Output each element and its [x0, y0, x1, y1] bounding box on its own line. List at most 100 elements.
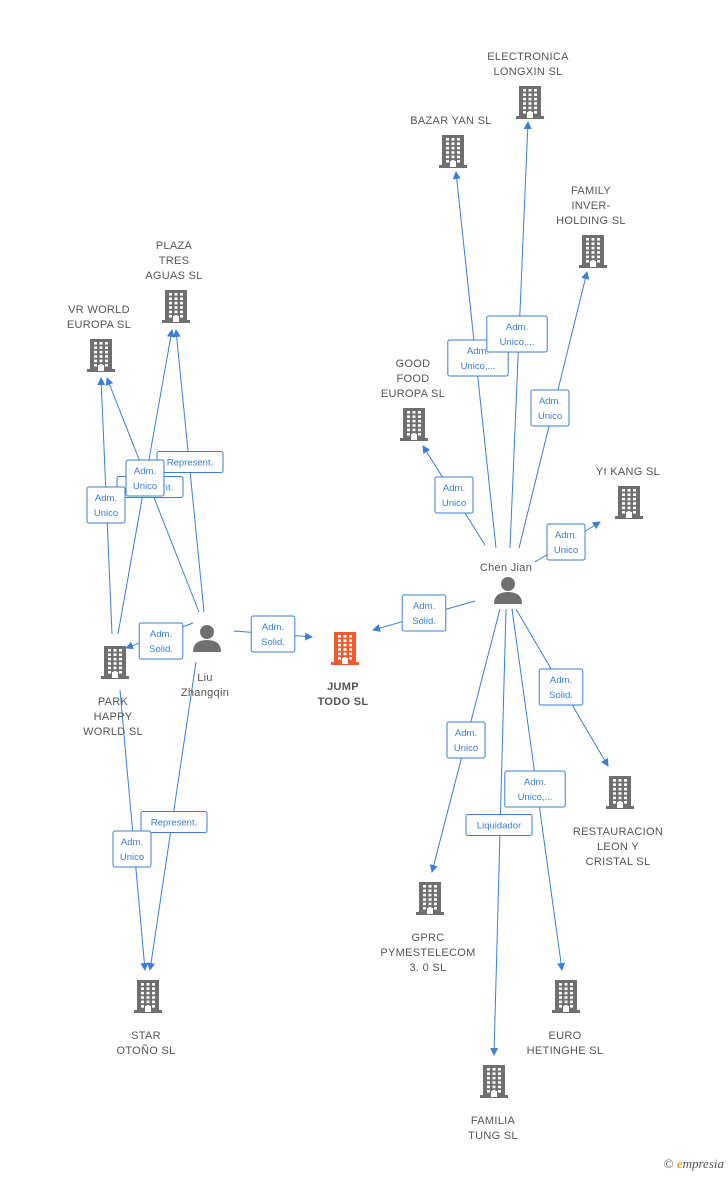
edge-label-box: [538, 668, 584, 706]
building-icon: [552, 980, 580, 1013]
edge-label-text: Unico,...: [461, 361, 496, 372]
edge-label-chen-jump[interactable]: Adm. Solid.: [401, 594, 447, 632]
node-label: TRES: [159, 255, 190, 267]
node-jump[interactable]: JUMP TODO SL: [318, 632, 369, 708]
edge-label-text: Unico: [554, 545, 578, 556]
node-label: HETINGHE SL: [527, 1045, 604, 1057]
node-label: FAMILY: [571, 185, 611, 197]
edge-label-text: Represent.: [151, 818, 197, 829]
node-label: GOOD: [396, 358, 431, 370]
building-icon: [439, 135, 467, 168]
node-label: Zhangqin: [181, 687, 229, 699]
node-label: LONGXIN SL: [493, 66, 562, 78]
node-label: PARK: [98, 696, 129, 708]
node-label: JUMP: [327, 681, 359, 693]
node-label: WORLD SL: [83, 726, 143, 738]
node-label: VR WORLD: [68, 304, 130, 316]
edge-label-chen-familia[interactable]: Liquidador: [465, 814, 533, 836]
edge-label-box: [401, 594, 447, 632]
edge-label-text: Adm.: [455, 728, 477, 739]
edge-label-text: Unico: [120, 852, 144, 863]
edge-label-chen-restauracion[interactable]: Adm. Solid.: [538, 668, 584, 706]
node-label: PLAZA: [156, 240, 193, 252]
node-yikang[interactable]: YI KANG SL: [596, 466, 660, 519]
building-icon: [87, 339, 115, 372]
node-label: GPRC: [412, 932, 445, 944]
node-label: FAMILIA: [471, 1115, 516, 1127]
edge-label-chen-goodfood[interactable]: Adm.Unico: [434, 476, 474, 514]
node-family[interactable]: FAMILY INVER- HOLDING SL: [556, 185, 626, 268]
edge-label-text: Unico: [538, 411, 562, 422]
building-icon: [579, 235, 607, 268]
building-icon: [606, 776, 634, 809]
edge-label-park-star[interactable]: Adm. Unico: [112, 830, 152, 868]
node-label: AGUAS SL: [145, 270, 202, 282]
node-gprc[interactable]: GPRC PYMESTELECOM 3. 0 SL: [380, 882, 475, 974]
node-label: TODO SL: [318, 696, 369, 708]
edge-label-box: [486, 315, 548, 353]
node-label: HAPPY: [94, 711, 133, 723]
edge-label-box: [465, 814, 533, 836]
building-icon: [480, 1065, 508, 1098]
node-label: PYMESTELECOM: [380, 947, 475, 959]
edge-label-chen-gprc[interactable]: Adm. Unico: [446, 721, 486, 759]
edge-label-text: Unico: [454, 743, 478, 754]
edge-label-text: Unico: [94, 508, 118, 519]
edge-label-box: [504, 770, 566, 808]
node-label: Chen Jian: [480, 562, 532, 574]
node-chen[interactable]: Chen Jian: [480, 562, 532, 604]
node-plaza[interactable]: PLAZA TRES AGUAS SL: [145, 240, 202, 323]
edge-label-text: Adm.: [524, 777, 546, 788]
node-bazar[interactable]: BAZAR YAN SL: [410, 115, 491, 168]
node-familia[interactable]: FAMILIA TUNG SL: [468, 1065, 518, 1142]
edge-label-chen-euro[interactable]: Adm.Unico,...: [504, 770, 566, 808]
node-label: YI KANG SL: [596, 466, 660, 478]
edge-label-text: Adm.: [467, 346, 489, 357]
edge-label-text: Adm.: [555, 530, 577, 541]
node-label: HOLDING SL: [556, 215, 626, 227]
edge-label-chen-family[interactable]: Adm.Unico: [530, 389, 570, 427]
node-label: INVER-: [571, 200, 610, 212]
node-park[interactable]: PARK HAPPY WORLD SL: [83, 646, 143, 738]
edge-label-liu-park[interactable]: Adm.Solid.: [138, 622, 184, 660]
edge-label-liu-jump[interactable]: Adm.Solid.: [250, 615, 296, 653]
edge-label-chen-yikang[interactable]: Adm. Unico: [546, 523, 586, 561]
edge-label-text: Adm.: [121, 837, 143, 848]
node-label: BAZAR YAN SL: [410, 115, 491, 127]
footer-brand[interactable]: © empresia: [664, 1156, 724, 1172]
edge-label-park-plaza[interactable]: Adm.Unico: [125, 459, 165, 497]
edge-park-star: [119, 689, 149, 971]
edge-label-liu-plaza[interactable]: Represent.: [156, 451, 224, 473]
node-label: EUROPA SL: [381, 388, 445, 400]
edge-label-park-vrworld[interactable]: Adm.Unico: [86, 486, 126, 524]
node-label: TUNG SL: [468, 1130, 518, 1142]
edge-label-text: Unico: [133, 481, 157, 492]
node-label: 3. 0 SL: [410, 962, 447, 974]
person-icon: [494, 577, 522, 604]
edge-label-box: [250, 615, 296, 653]
building-icon: [101, 646, 129, 679]
edge-label-text: Adm.: [550, 675, 572, 686]
copyright-symbol: ©: [663, 1156, 674, 1171]
node-label: CRISTAL SL: [586, 856, 651, 868]
building-icon: [615, 486, 643, 519]
node-label: STAR: [131, 1030, 161, 1042]
edge-label-liu-star[interactable]: Represent.: [140, 811, 208, 833]
building-icon: [400, 408, 428, 441]
edge-label-text: Adm.: [413, 601, 435, 612]
edge-label-chen-electronica[interactable]: Adm.Unico,...: [486, 315, 548, 353]
edge-label-text: Solid.: [549, 690, 573, 701]
edge-label-box: [112, 830, 152, 868]
edge-label-text: Solid.: [412, 616, 436, 627]
edge-label-box: [434, 476, 474, 514]
edge-label-text: Unico,...: [500, 337, 535, 348]
